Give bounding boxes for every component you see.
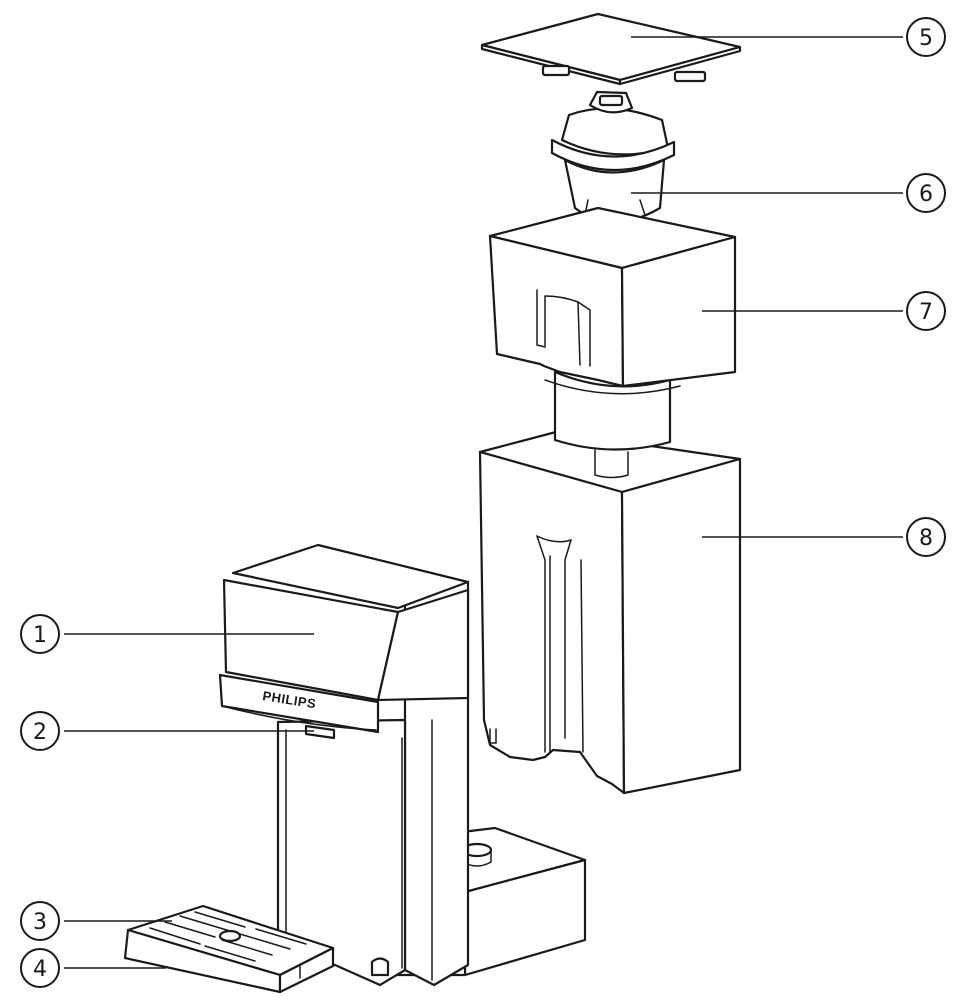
callout-5-number: 5	[919, 26, 933, 51]
callout-6-number: 6	[919, 182, 933, 207]
water-filter-cartridge	[550, 90, 676, 224]
callout-3-number: 3	[33, 910, 47, 935]
callout-3: 3	[20, 901, 60, 941]
callout-5: 5	[906, 17, 946, 57]
callout-6: 6	[906, 173, 946, 213]
callout-2: 2	[20, 711, 60, 751]
filter-reservoir	[488, 206, 737, 479]
leader-lines	[64, 36, 903, 969]
drip-tray	[123, 904, 335, 994]
callout-8-number: 8	[919, 526, 933, 551]
callout-1: 1	[20, 614, 60, 654]
callout-1-number: 1	[33, 623, 47, 648]
callout-4-number: 4	[33, 957, 47, 982]
water-tank	[478, 430, 742, 795]
callout-7-number: 7	[919, 300, 933, 325]
tank-lid	[480, 12, 742, 86]
callout-2-number: 2	[33, 720, 47, 745]
callout-8: 8	[906, 517, 946, 557]
callout-7: 7	[906, 291, 946, 331]
purifier-body	[218, 543, 587, 987]
callout-4: 4	[20, 948, 60, 988]
